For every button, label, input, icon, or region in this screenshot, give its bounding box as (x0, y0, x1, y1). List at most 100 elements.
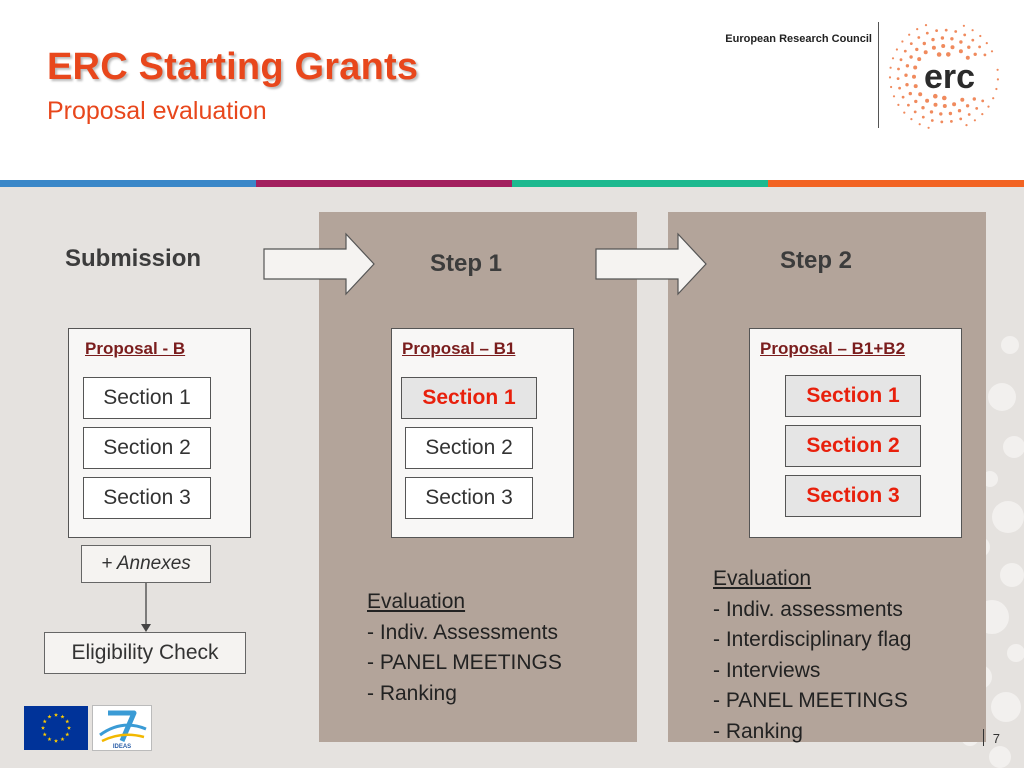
step2-section-1: Section 1 (785, 375, 921, 417)
erc-logo-dot (950, 45, 955, 50)
erc-logo-dot (891, 57, 895, 60)
fp7-ideas-logo: IDEAS (92, 705, 152, 751)
erc-logo-dot (958, 49, 963, 54)
erc-logo-dot (908, 33, 911, 36)
step1-eval-item: - Indiv. Assessments (367, 620, 559, 644)
eu-star (40, 725, 46, 730)
erc-logo-dot (942, 95, 947, 101)
step1-section-2: Section 2 (405, 427, 533, 469)
page-number-divider (983, 729, 984, 746)
stripe-magenta (256, 180, 512, 187)
erc-logo-dot (996, 68, 999, 71)
erc-logo-dot (967, 45, 971, 49)
step1-eval-item: - Ranking (367, 681, 457, 705)
erc-logo-dot (950, 120, 953, 123)
erc-logo-dot (913, 84, 918, 89)
erc-logo-dot (948, 111, 953, 116)
eu-star (66, 725, 72, 730)
submission-heading: Submission (65, 245, 202, 272)
step2-eval-item: - Interdisciplinary flag (713, 628, 912, 651)
erc-logo-dot (913, 110, 917, 114)
erc-logo-dot (897, 103, 900, 106)
step1-section-3: Section 3 (405, 477, 533, 519)
erc-logo-dot (973, 52, 977, 56)
erc-logo-dot (925, 31, 929, 35)
eu-star (42, 732, 47, 737)
step1-proposal-title: Proposal – B1 (402, 339, 516, 358)
erc-logo-dot (940, 120, 944, 124)
fp7-logo-text: IDEAS (113, 744, 131, 750)
eu-star (47, 737, 52, 742)
step1-evaluation-heading: Evaluation (367, 590, 466, 613)
erc-logo-dot (929, 110, 934, 114)
erc-logo-dot (912, 74, 916, 79)
erc-logo-dot (918, 92, 923, 97)
erc-logo-dot (944, 28, 948, 32)
annexes-box: + Annexes (81, 545, 211, 583)
erc-logo-dot (918, 123, 921, 126)
erc-logo-dot (973, 119, 976, 122)
erc-logo-dot (952, 102, 957, 107)
erc-logo-dot (946, 52, 951, 57)
erc-logo-dot (965, 124, 968, 127)
erc-logo-dot (921, 106, 925, 110)
erc-logo-dot (903, 111, 906, 114)
erc-logo-dot (908, 91, 912, 96)
erc-logo-dot (995, 87, 998, 91)
erc-logo-dot (931, 37, 935, 42)
erc-logo-dot (901, 40, 904, 43)
down-arrow-icon (141, 583, 151, 632)
erc-logo-dot (925, 98, 930, 103)
eu-star (47, 714, 52, 719)
step2-evaluation: Evaluation - Indiv. assessments - Interd… (713, 564, 911, 747)
eu-star (65, 732, 70, 737)
step1-heading: Step 1 (430, 250, 503, 277)
erc-logo-dot (899, 58, 903, 62)
erc-logo-dot (983, 53, 987, 57)
content-area: Submission Proposal - B Section 1 Sectio… (0, 187, 1024, 768)
erc-logo-dot (936, 52, 942, 57)
erc-logo-dot (888, 76, 892, 79)
slide-subtitle: Proposal evaluation (47, 97, 267, 125)
step1-evaluation: Evaluation - Indiv. Assessments - PANEL … (367, 587, 562, 709)
org-name: European Research Council (725, 33, 872, 45)
submission-section-2: Section 2 (83, 427, 211, 469)
erc-logo-dot (904, 73, 908, 77)
stripe-orange (768, 180, 1024, 187)
erc-logo-dot (914, 99, 918, 104)
erc-logo-dot (889, 66, 892, 69)
submission-proposal-title: Proposal - B (85, 339, 186, 358)
erc-logo-dot (972, 97, 976, 101)
eu-flag-icon (24, 706, 88, 750)
erc-logo-dot (913, 65, 918, 70)
eu-star (60, 714, 65, 719)
erc-logo-dot (924, 24, 928, 27)
erc-logo-dot (979, 34, 982, 38)
erc-logo-dot (965, 104, 970, 108)
step2-eval-item: - Ranking (713, 719, 803, 743)
submission-section-1: Section 1 (83, 377, 211, 419)
slide-title: ERC Starting Grants (47, 46, 419, 88)
eu-star (60, 737, 65, 742)
step2-heading: Step 2 (780, 247, 853, 274)
erc-logo-dot (933, 102, 938, 107)
step1-section-1: Section 1 (401, 377, 537, 419)
erc-logo-dot (923, 50, 928, 55)
step2-eval-item: - PANEL MEETINGS (713, 689, 908, 712)
erc-logo-dot (975, 107, 979, 110)
erc-logo-dot (909, 42, 913, 45)
erc-logo-dot (959, 117, 963, 121)
erc-logo-dot (930, 119, 934, 122)
erc-logo-dot (892, 95, 896, 98)
step2-section-3: Section 3 (785, 475, 921, 517)
eu-star (42, 719, 47, 724)
erc-logo-dot (935, 29, 938, 32)
erc-logo-dot (896, 77, 900, 80)
arrow-to-step1-icon (263, 232, 375, 296)
erc-logo-dot (954, 30, 958, 33)
erc-logo-dot (907, 103, 910, 107)
logo-divider (878, 22, 879, 128)
erc-logo-dot (921, 115, 925, 119)
erc-logo-dot (909, 55, 913, 59)
erc-logo: erc (888, 24, 999, 129)
